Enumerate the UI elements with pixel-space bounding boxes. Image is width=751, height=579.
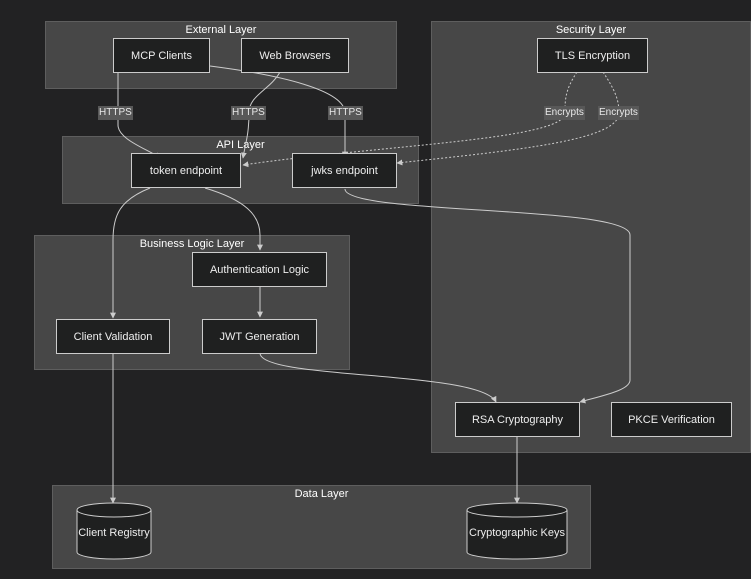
- node-jwt-generation[interactable]: JWT Generation: [202, 319, 317, 354]
- edge-mcp-to-jwks: [209, 65, 348, 158]
- edge-token-to-auth: [204, 187, 263, 251]
- edge-jwks-to-rsa: [344, 188, 631, 404]
- edge-token-to-client-validation: [110, 187, 151, 319]
- node-token-endpoint[interactable]: token endpoint: [131, 153, 241, 188]
- cluster-security-layer: Security Layer: [431, 21, 751, 453]
- edge-tls-to-jwks: [396, 71, 620, 166]
- node-client-validation[interactable]: Client Validation: [56, 319, 170, 354]
- edge-tls-to-token: [242, 71, 578, 168]
- node-client-registry-label: Client Registry: [78, 527, 150, 539]
- cluster-title-external: External Layer: [185, 24, 257, 36]
- edge-label-https-2: HTTPS: [231, 106, 266, 120]
- node-authentication-logic[interactable]: Authentication Logic: [192, 252, 327, 287]
- node-cryptographic-keys-label: Cryptographic Keys: [469, 527, 565, 539]
- cylinder-shape: [76, 502, 152, 560]
- edge-label-https-3: HTTPS: [328, 106, 363, 120]
- cluster-title-security: Security Layer: [555, 24, 627, 36]
- edge-mcp-to-token: [117, 72, 161, 159]
- node-tls-encryption[interactable]: TLS Encryption: [537, 38, 648, 73]
- node-cryptographic-keys[interactable]: Cryptographic Keys: [466, 502, 568, 560]
- edge-label-encrypts-1: Encrypts: [544, 106, 585, 120]
- node-rsa-cryptography[interactable]: RSA Cryptography: [455, 402, 580, 437]
- node-jwks-endpoint[interactable]: jwks endpoint: [292, 153, 397, 188]
- node-client-registry[interactable]: Client Registry: [76, 502, 152, 560]
- edge-label-https-1: HTTPS: [98, 106, 133, 120]
- edge-label-encrypts-2: Encrypts: [598, 106, 639, 120]
- node-pkce-verification[interactable]: PKCE Verification: [611, 402, 732, 437]
- node-web-browsers[interactable]: Web Browsers: [241, 38, 349, 73]
- cluster-title-data: Data Layer: [294, 488, 349, 500]
- cluster-title-business: Business Logic Layer: [139, 238, 245, 250]
- node-mcp-clients[interactable]: MCP Clients: [113, 38, 210, 73]
- cylinder-shape: [466, 502, 568, 560]
- cluster-title-api: API Layer: [216, 139, 265, 151]
- edge-jwt-to-rsa: [259, 352, 497, 403]
